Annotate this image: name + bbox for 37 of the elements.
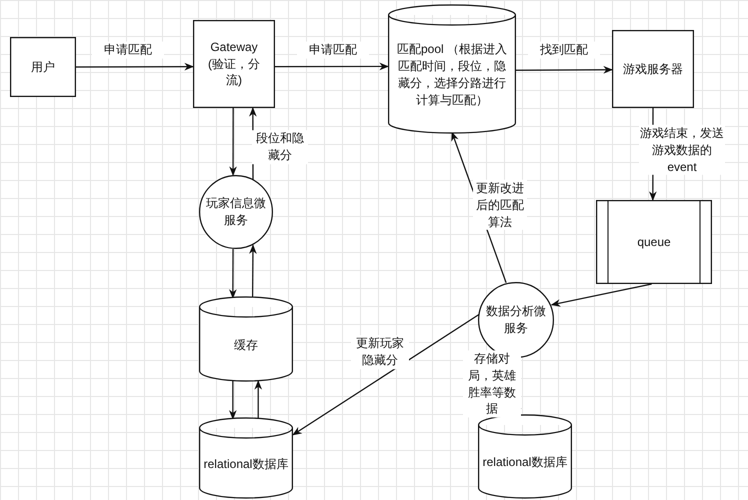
node-label: 数据分析微服务 <box>485 303 547 337</box>
database-cylinder <box>478 415 572 498</box>
arrow <box>229 108 237 176</box>
edge-label: 找到匹配 <box>528 42 600 58</box>
edge-label: 更新改进后的匹配算法 <box>473 180 527 230</box>
node-label: 游戏服务器 <box>623 60 683 78</box>
node-label: 玩家信息微服务 <box>205 195 267 229</box>
node-label: 缓存 <box>234 336 258 354</box>
edge-label: 存储对局，英雄胜率等数据 <box>463 350 521 418</box>
arrow <box>550 283 652 307</box>
arrow <box>249 244 257 299</box>
node-label: Gateway (验证，分流) <box>207 38 261 90</box>
queue-box <box>596 200 712 284</box>
database-cylinder <box>199 418 293 498</box>
node-label: relational数据库 <box>204 456 288 472</box>
service-circle <box>199 175 273 249</box>
process-box <box>193 20 275 108</box>
arrow <box>292 314 480 436</box>
edge-label: 游戏结束，发送游戏数据的event <box>639 124 725 176</box>
process-box <box>612 30 694 108</box>
arrow <box>229 249 237 299</box>
edge-label: 段位和隐藏分 <box>252 130 308 164</box>
arrow <box>275 62 389 70</box>
node-label: 匹配pool （根据进入匹配时间，段位，隐藏分，选择分路进行计算与匹配） <box>396 41 508 109</box>
database-cylinder <box>388 5 516 133</box>
database-cylinder <box>199 297 293 381</box>
arrow <box>76 62 194 70</box>
node-label: relational数据库 <box>482 454 568 471</box>
edge-label: 申请匹配 <box>297 42 369 58</box>
edge-label: 申请匹配 <box>92 42 164 58</box>
node-label: 用户 <box>31 58 55 76</box>
arrow <box>254 380 262 419</box>
arrow <box>516 66 613 74</box>
arrow <box>229 381 237 420</box>
node-label: queue <box>637 234 671 250</box>
process-box <box>10 37 76 97</box>
edge-label: 更新玩家隐藏分 <box>351 335 409 369</box>
